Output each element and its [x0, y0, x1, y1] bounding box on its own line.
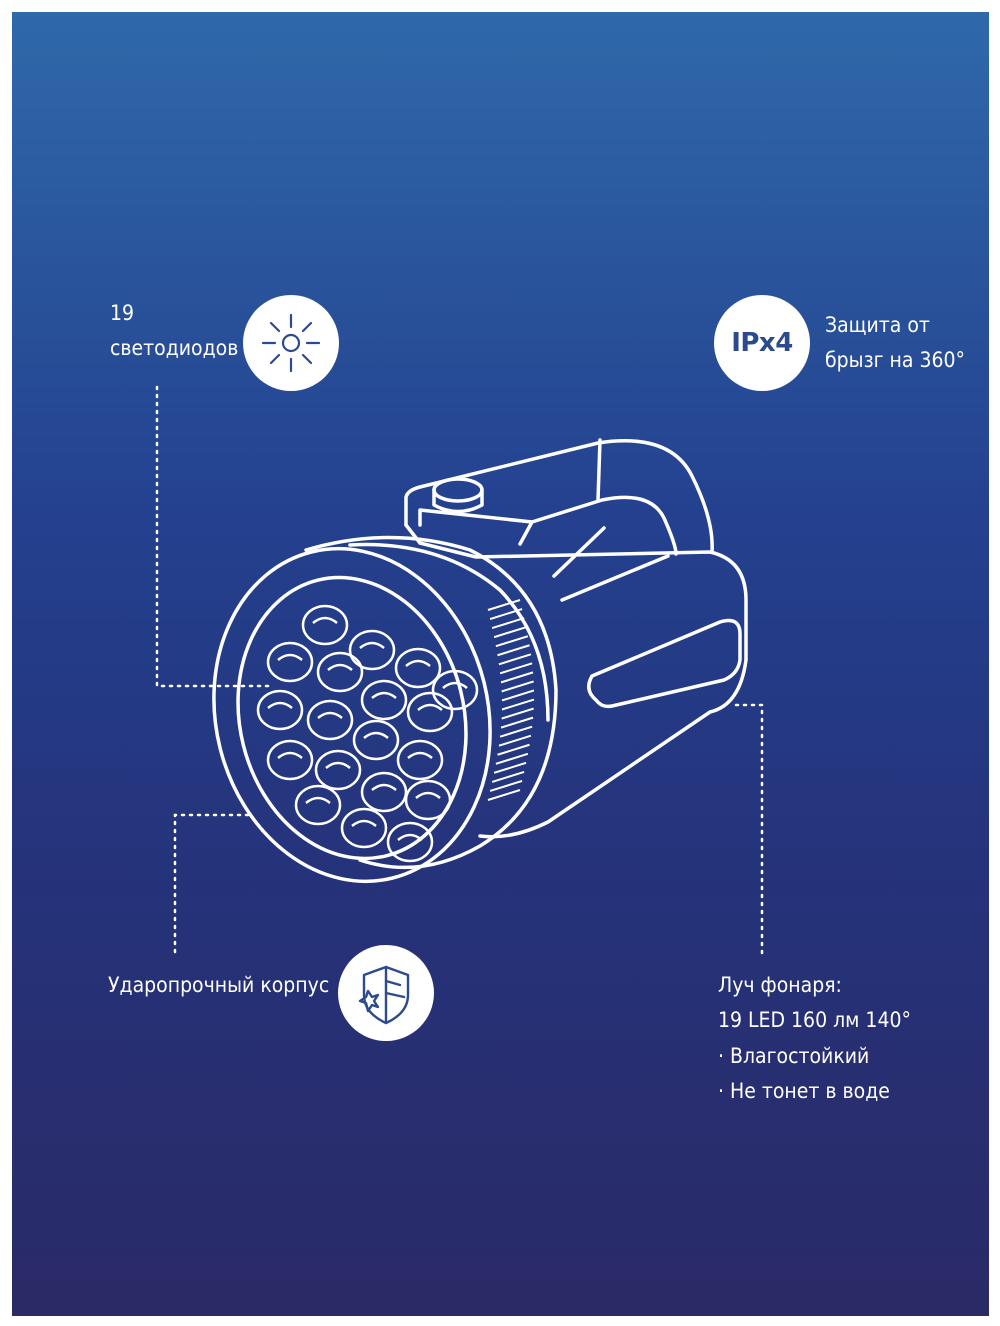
torch-body	[418, 541, 748, 839]
head-rib	[498, 653, 532, 666]
side-grip	[587, 618, 742, 709]
beam-line-2: 19 LED 160 лм 140°	[718, 1008, 911, 1032]
head-ribs	[487, 599, 535, 801]
led	[316, 651, 364, 693]
led	[386, 821, 434, 863]
head-rib	[495, 752, 529, 765]
sun-icon	[261, 313, 321, 373]
led	[394, 647, 442, 689]
head-rib	[489, 779, 523, 792]
protection-line-1: Защита от	[825, 313, 930, 337]
led	[360, 679, 408, 721]
led	[314, 749, 362, 791]
protection-line-2: брызг на 360°	[825, 348, 965, 372]
led	[266, 739, 314, 781]
leds-label: светодиодов	[110, 336, 239, 360]
leader-line-body	[173, 813, 250, 959]
leader-line-beam	[734, 703, 764, 959]
led	[348, 629, 396, 671]
head-rib	[501, 680, 534, 693]
led-cluster	[256, 604, 479, 863]
leader-line-leds	[155, 385, 270, 688]
head-rib	[497, 743, 530, 756]
led	[352, 719, 400, 761]
led	[256, 689, 304, 731]
head-rib	[501, 707, 534, 720]
led	[301, 604, 349, 646]
beam-line-1: Луч фонаря:	[718, 973, 842, 997]
led	[266, 641, 314, 683]
led	[340, 807, 388, 849]
head-rib	[500, 671, 534, 684]
led	[306, 699, 354, 741]
torch-handle	[404, 439, 714, 554]
head-rib	[501, 689, 535, 702]
head-rib	[497, 644, 530, 657]
shield-badge	[338, 945, 434, 1041]
leds-count: 19	[110, 301, 135, 325]
head-rib	[491, 617, 525, 630]
led	[396, 739, 444, 781]
body-label: Ударопрочный корпус	[108, 973, 330, 997]
front-lens	[236, 575, 468, 861]
head-rib	[491, 770, 525, 783]
shield-icon	[358, 965, 410, 1025]
head-rib	[487, 789, 521, 801]
head-rib	[487, 599, 521, 611]
head-rib	[495, 635, 529, 648]
head-rib	[498, 734, 532, 747]
beam-line-3: · Влагостойкий	[718, 1044, 870, 1068]
leds-badge	[243, 295, 339, 391]
ipx4-badge: IPx4	[714, 295, 810, 391]
led	[404, 779, 452, 821]
beam-line-4: · Не тонет в воде	[718, 1079, 890, 1103]
head-rib	[493, 626, 527, 639]
power-button	[432, 477, 484, 503]
head-rib	[493, 761, 527, 774]
led	[431, 669, 479, 711]
front-bezel	[212, 546, 492, 884]
head-rib	[500, 716, 534, 729]
head-rib	[499, 725, 533, 738]
head-rib	[499, 662, 533, 675]
head-rib	[501, 698, 535, 711]
led	[294, 784, 342, 826]
head-ring	[304, 535, 558, 870]
ipx4-text: IPx4	[731, 328, 793, 358]
torch-handle-inner	[518, 495, 678, 556]
led	[406, 691, 454, 733]
head-rib	[489, 608, 523, 621]
led	[360, 771, 408, 813]
